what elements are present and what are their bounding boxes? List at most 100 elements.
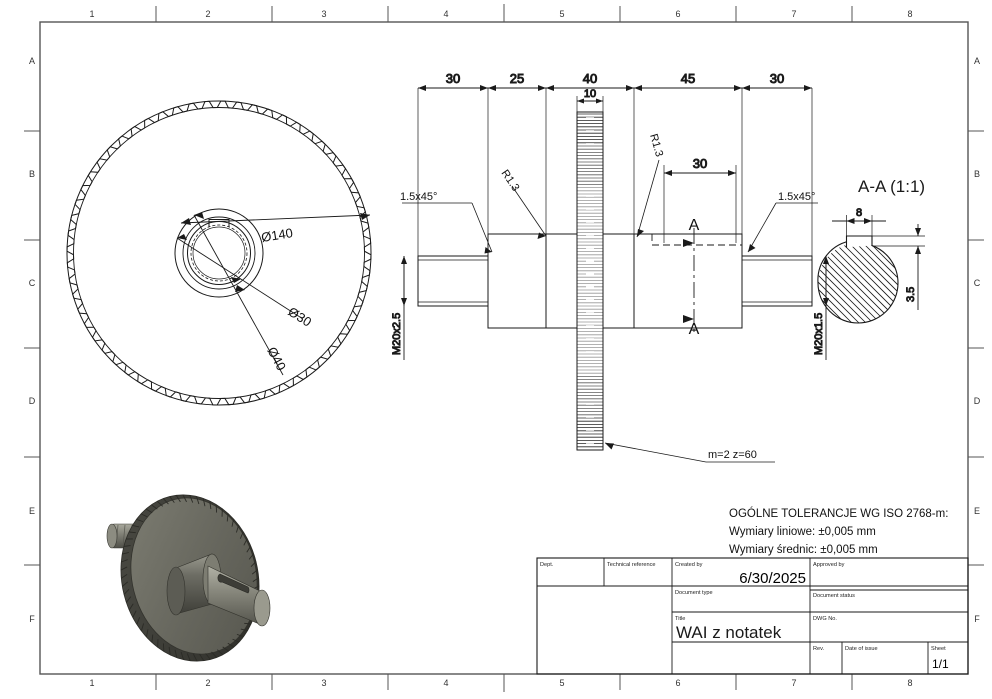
hub-outer-circle xyxy=(174,208,264,298)
label-rev: Rev. xyxy=(813,646,825,652)
label-chamfer-left: 1.5x45° xyxy=(400,191,437,203)
dim-outer-diameter: Ø140 xyxy=(260,225,294,245)
zone-top-4: 4 xyxy=(443,9,448,19)
label-gear-note: m=2 z=60 xyxy=(708,449,757,461)
hub-mid-circle xyxy=(182,216,256,290)
zone-top-6: 6 xyxy=(675,9,680,19)
zone-left-e: E xyxy=(29,506,35,516)
note-line-2: Wymiary liniowe: ±0,005 mm xyxy=(729,526,876,538)
dimension-arrows xyxy=(418,85,812,104)
shaft-right-journal xyxy=(633,233,743,329)
zone-top-2: 2 xyxy=(205,9,210,19)
dim-seg-4: 45 xyxy=(681,71,695,86)
zone-bottom-7: 7 xyxy=(791,678,796,688)
zone-left-d: D xyxy=(29,396,36,406)
label-chamfer-right: 1.5x45° xyxy=(778,191,815,203)
gear-teeth-ring xyxy=(66,100,372,406)
label-document-status: Document status xyxy=(813,593,855,599)
leader-gear-note xyxy=(604,442,775,463)
note-line-1: OGÓLNE TOLERANCJE WG ISO 2768-m: xyxy=(729,507,948,520)
label-fillet-left: R1.3 xyxy=(499,168,522,194)
dimension-chain-top: 30 25 40 45 30 10 xyxy=(417,71,813,258)
keyway-notch xyxy=(208,219,230,227)
zone-top-7: 7 xyxy=(791,9,796,19)
section-mark-bottom: A xyxy=(689,321,700,338)
zone-top-1: 1 xyxy=(89,9,94,19)
zone-ticks-bottom xyxy=(155,674,853,692)
zone-bottom-1: 1 xyxy=(89,678,94,688)
zone-left-c: C xyxy=(29,278,36,288)
dim-leader-bore xyxy=(176,234,304,320)
label-sheet: Sheet xyxy=(931,646,946,652)
shaft-right-thread xyxy=(741,255,813,307)
zone-bottom-2: 2 xyxy=(205,678,210,688)
dim-gear-width: 10 xyxy=(584,88,596,100)
leader-chamfer-right xyxy=(747,202,818,253)
label-thread-left: M20x2.5 xyxy=(391,313,403,355)
dim-seg-1: 30 xyxy=(446,71,460,86)
zone-right-a: A xyxy=(974,56,980,66)
bore-outer-circle xyxy=(187,221,251,285)
leader-fillet-right xyxy=(636,159,660,238)
dim-hub-diameter: Ø40 xyxy=(264,344,289,373)
zone-right-d: D xyxy=(974,396,981,406)
section-title: A-A (1:1) xyxy=(858,177,925,196)
dim-bore-diameter: Ø30 xyxy=(285,304,314,330)
dim-seg-5: 30 xyxy=(770,71,784,86)
title-block-text: Dept. Technical reference Created by App… xyxy=(540,562,949,671)
dimension-thread-left: M20x2.5 xyxy=(391,256,407,360)
isometric-render xyxy=(106,494,271,662)
section-hatch xyxy=(818,243,898,323)
zone-top-3: 3 xyxy=(321,9,326,19)
value-created-date: 6/30/2025 xyxy=(739,570,806,587)
dim-seg-2: 25 xyxy=(510,71,524,86)
label-approved-by: Approved by xyxy=(813,562,845,568)
section-outline xyxy=(817,235,899,324)
zone-bottom-6: 6 xyxy=(675,678,680,688)
zone-bottom-5: 5 xyxy=(559,678,564,688)
label-thread-right: M20x1.5 xyxy=(813,313,825,355)
gear-front-view: Ø140 Ø30 Ø40 xyxy=(66,100,372,406)
value-title: WAI z notatek xyxy=(676,623,782,642)
section-keyway xyxy=(845,235,873,248)
iso-shaft xyxy=(207,565,271,627)
dim-leader-outer xyxy=(180,213,371,225)
zone-ticks-left xyxy=(24,130,40,566)
zone-left-b: B xyxy=(29,169,35,179)
extension-lines xyxy=(417,88,813,258)
dimension-keyway-length: 30 xyxy=(663,156,737,243)
dim-key-width: 8 xyxy=(856,207,862,219)
tolerance-notes: OGÓLNE TOLERANCJE WG ISO 2768-m: Wymiary… xyxy=(729,507,948,556)
zone-right-b: B xyxy=(974,169,980,179)
dimension-key-width: 8 xyxy=(832,207,886,248)
dimension-lines xyxy=(418,87,812,102)
dimension-key-depth: 3.5 xyxy=(872,224,925,310)
bore-inner-circle xyxy=(190,224,248,282)
title-block xyxy=(536,557,969,675)
dim-keyway-length: 30 xyxy=(693,156,707,171)
zone-top-5: 5 xyxy=(559,9,564,19)
label-document-type: Document type xyxy=(675,590,713,596)
zone-right-c: C xyxy=(974,278,981,288)
dim-key-depth: 3.5 xyxy=(905,287,917,302)
label-fillet-right: R1.3 xyxy=(647,133,665,159)
label-techref: Technical reference xyxy=(607,562,656,568)
zone-left-f: F xyxy=(29,614,35,624)
bore-hidden-circle xyxy=(192,226,246,280)
label-dept: Dept. xyxy=(540,562,554,568)
dim-leader-hub xyxy=(193,212,284,376)
section-mark-top: A xyxy=(689,217,700,234)
zone-bottom-8: 8 xyxy=(907,678,912,688)
label-dwg-no: DWG No. xyxy=(813,616,837,622)
label-date-of-issue: Date of issue xyxy=(845,646,878,652)
leader-fillet-left xyxy=(511,185,547,239)
zone-top-8: 8 xyxy=(907,9,912,19)
gear-band xyxy=(576,111,604,451)
note-line-3: Wymiary średnic: ±0,005 mm xyxy=(729,544,878,556)
leader-chamfer-left xyxy=(402,202,493,254)
dimension-thread-right: M20x1.5 xyxy=(813,256,829,360)
label-title: Title xyxy=(675,616,685,622)
shaft-left-journal xyxy=(487,233,547,329)
